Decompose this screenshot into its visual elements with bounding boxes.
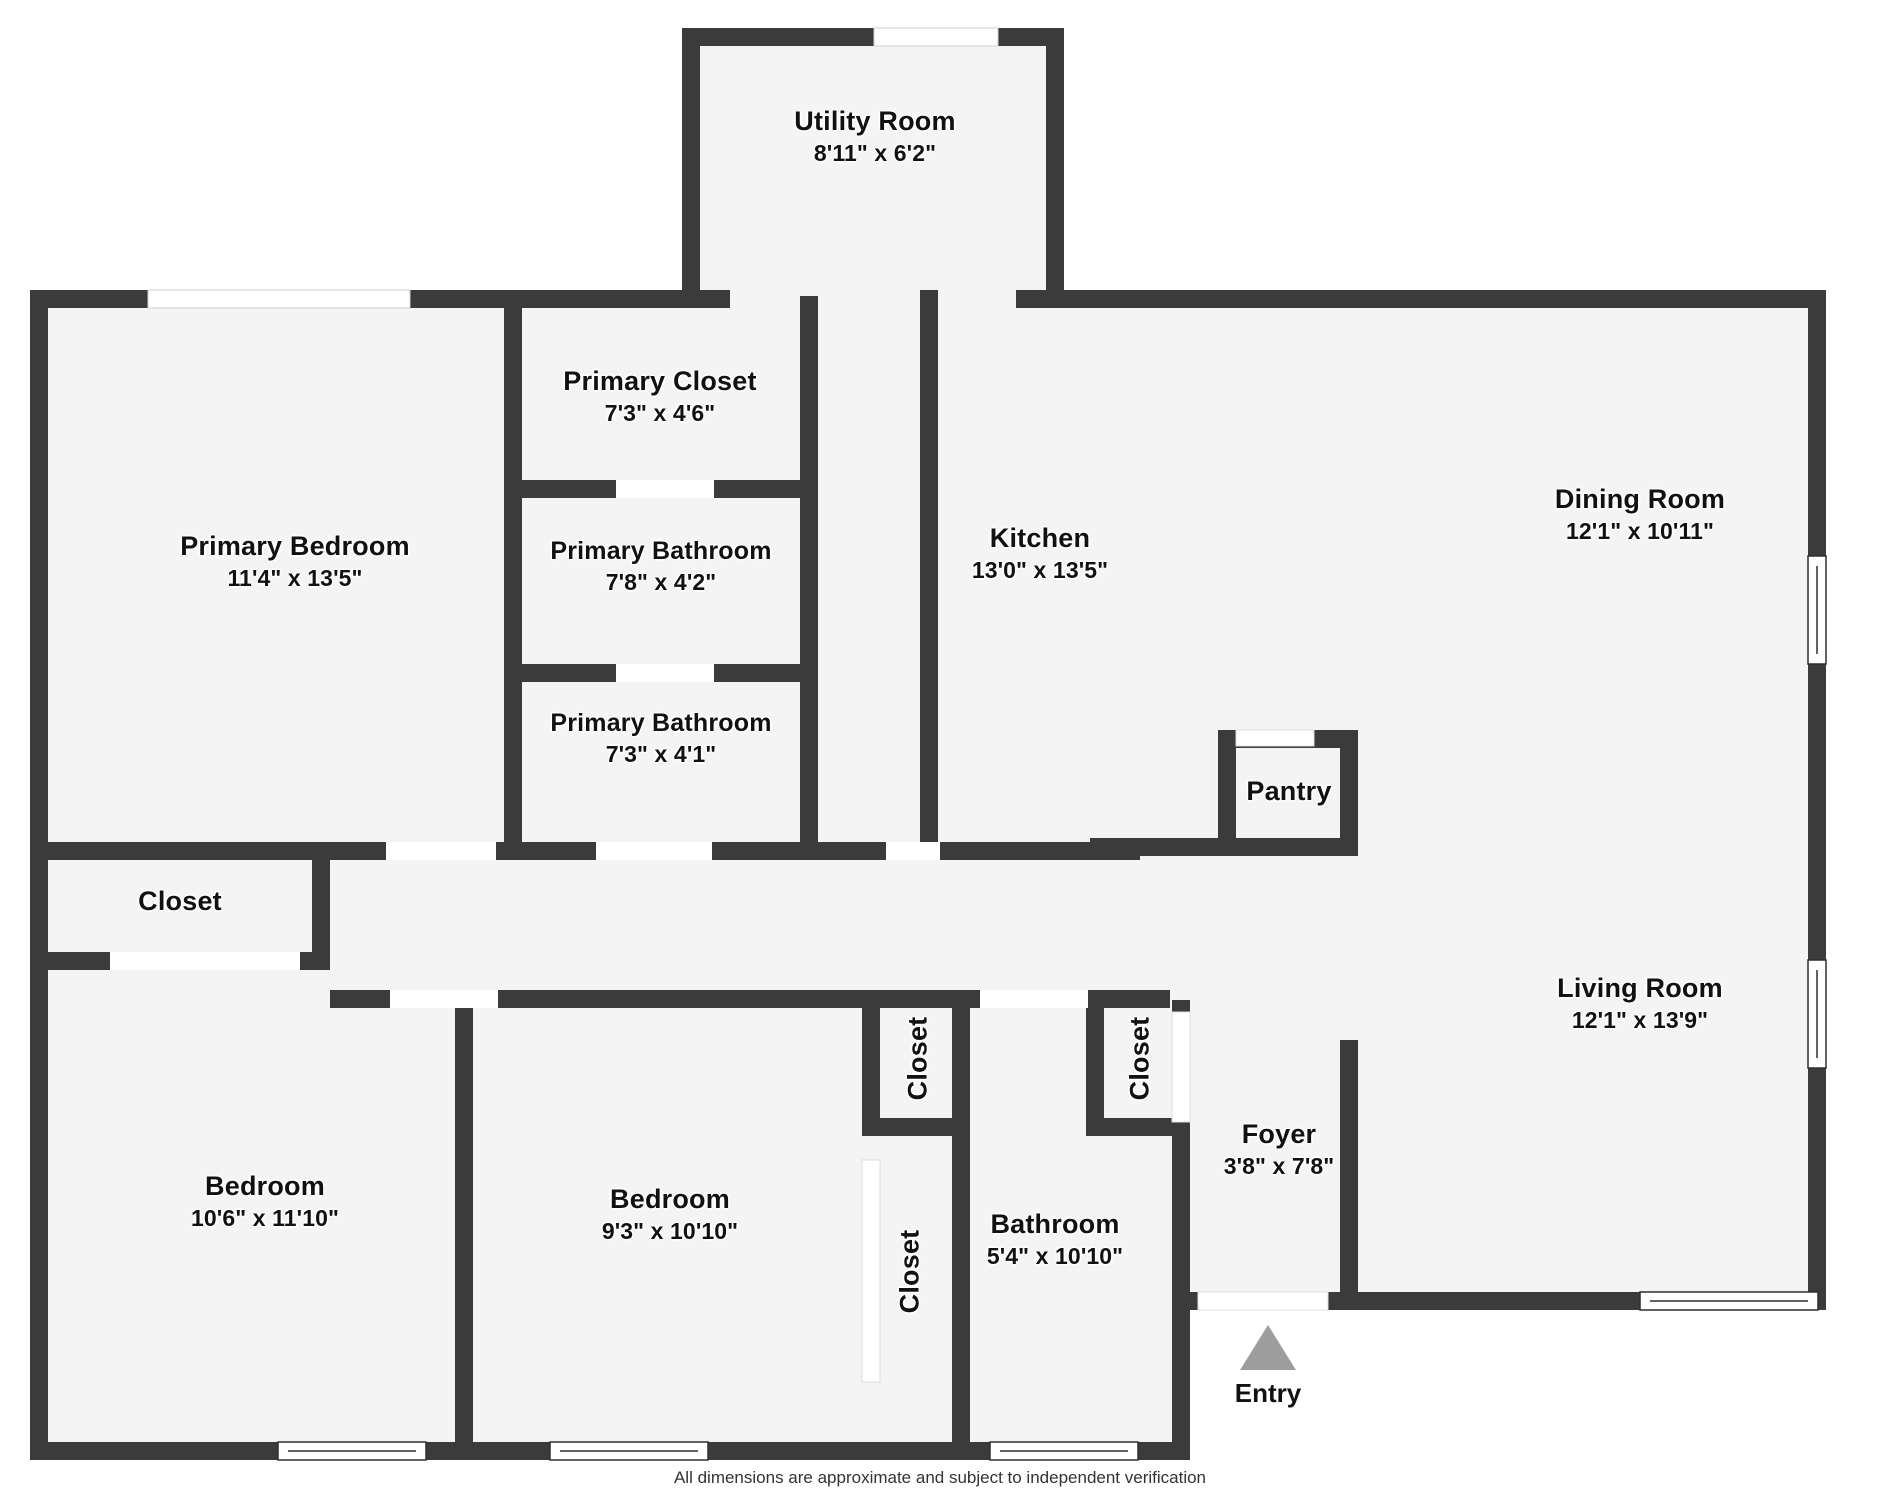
wall-bedroom-divider [455,1000,473,1460]
wall-closet-mid-left [862,1000,880,1130]
wall-utility-top [682,28,1064,46]
door-hall-mid [596,842,712,860]
entry-label-group: Entry [1178,1378,1358,1409]
wall-utility-right [1046,28,1064,296]
window-top-left [147,289,411,309]
door-pantry [1235,729,1315,747]
wall-closet-mid-bottom [862,1118,970,1136]
wall-pantry-right [1340,730,1358,848]
door-primary-bath [616,664,714,682]
entry-arrow-icon [1240,1325,1296,1370]
wall-primary-bath-lower-left [504,664,522,850]
door-hall-left [386,842,496,860]
wall-closet-right-bottom [1086,1118,1190,1136]
wall-primary-bath-right [800,498,818,850]
door-closet-hall [110,952,300,970]
door-bedroom-mid [390,990,498,1008]
wall-pantry-left [1218,730,1236,848]
wall-closet-mid-right [952,1000,970,1460]
wall-hall-top-left [30,842,330,860]
window-bottom-bathroom [989,1441,1139,1461]
walls [30,28,1826,1460]
door-hall-right [886,842,940,860]
wall-pantry-bottom [1090,838,1358,856]
window-bottom-bedroom-left [277,1441,427,1461]
door-bathroom [980,990,1088,1008]
window-bottom-living [1639,1291,1819,1311]
wall-kitchen-left [920,290,938,850]
wall-primary-bath-upper-left [504,498,522,664]
door-primary-closet [616,480,714,498]
window-utility-top [873,27,999,47]
window-right-upper [1807,555,1827,665]
entry-label: Entry [1234,1378,1302,1408]
wall-outer-left-lower [30,850,48,1460]
wall-foyer-right [1340,1040,1358,1300]
windows-and-doors [110,27,1827,1461]
window-bottom-bedroom-mid [549,1441,709,1461]
disclaimer-note: All dimensions are approximate and subje… [673,1468,1207,1487]
wall-utility-left [682,28,700,296]
wall-primary-closet-left [504,296,522,498]
window-right-lower [1807,959,1827,1069]
wall-top-right [1016,290,1826,308]
wall-closet-right-left [1086,1000,1104,1130]
wall-outer-right [1808,290,1826,1310]
wall-closet-hall-right [312,850,330,960]
door-entry [1197,1291,1329,1311]
door-closet-lower [861,1159,881,1383]
wall-primary-closet-right [800,296,818,498]
door-closet-right [1171,1011,1191,1123]
floor-fills [30,28,1810,1450]
wall-outer-left-upper [30,290,48,860]
